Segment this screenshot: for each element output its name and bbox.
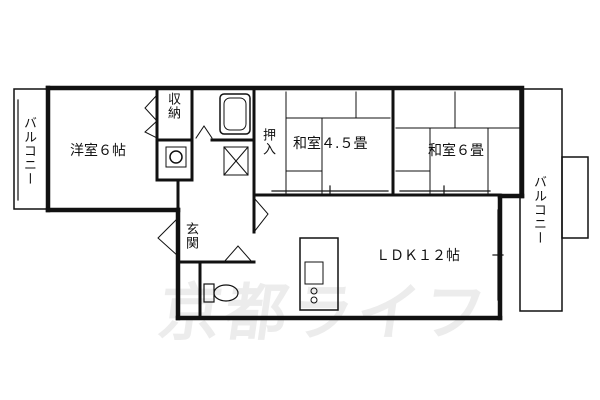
left-balcony-label: バルコニー — [21, 116, 36, 186]
right-balcony-tab — [561, 156, 589, 239]
room-label-japanese-small: 和室４.５畳 — [293, 136, 368, 152]
door-toilet[interactable] — [223, 245, 253, 263]
right-balcony-label: バルコニー — [531, 175, 546, 245]
room-label-ldk: ＬＤＫ１２帖 — [376, 248, 460, 264]
door-storage-lower[interactable] — [144, 120, 158, 139]
room-label-storage: 収納 — [165, 92, 180, 120]
washbasin — [165, 146, 187, 168]
door-bath[interactable] — [195, 125, 213, 139]
room-label-japanese-large: 和室６畳 — [428, 143, 484, 159]
door-ldk[interactable] — [253, 197, 269, 233]
room-label-closet: 押入 — [260, 128, 275, 156]
room-label-western: 洋室６帖 — [70, 143, 126, 159]
outer-wall — [45, 85, 525, 199]
room-label-entrance: 玄関 — [183, 222, 198, 250]
bathtub — [219, 93, 251, 135]
toilet — [203, 283, 239, 303]
washing-machine — [223, 146, 249, 176]
door-entrance[interactable] — [157, 217, 179, 257]
door-storage-upper[interactable] — [144, 94, 158, 122]
kitchen-counter — [299, 237, 339, 311]
